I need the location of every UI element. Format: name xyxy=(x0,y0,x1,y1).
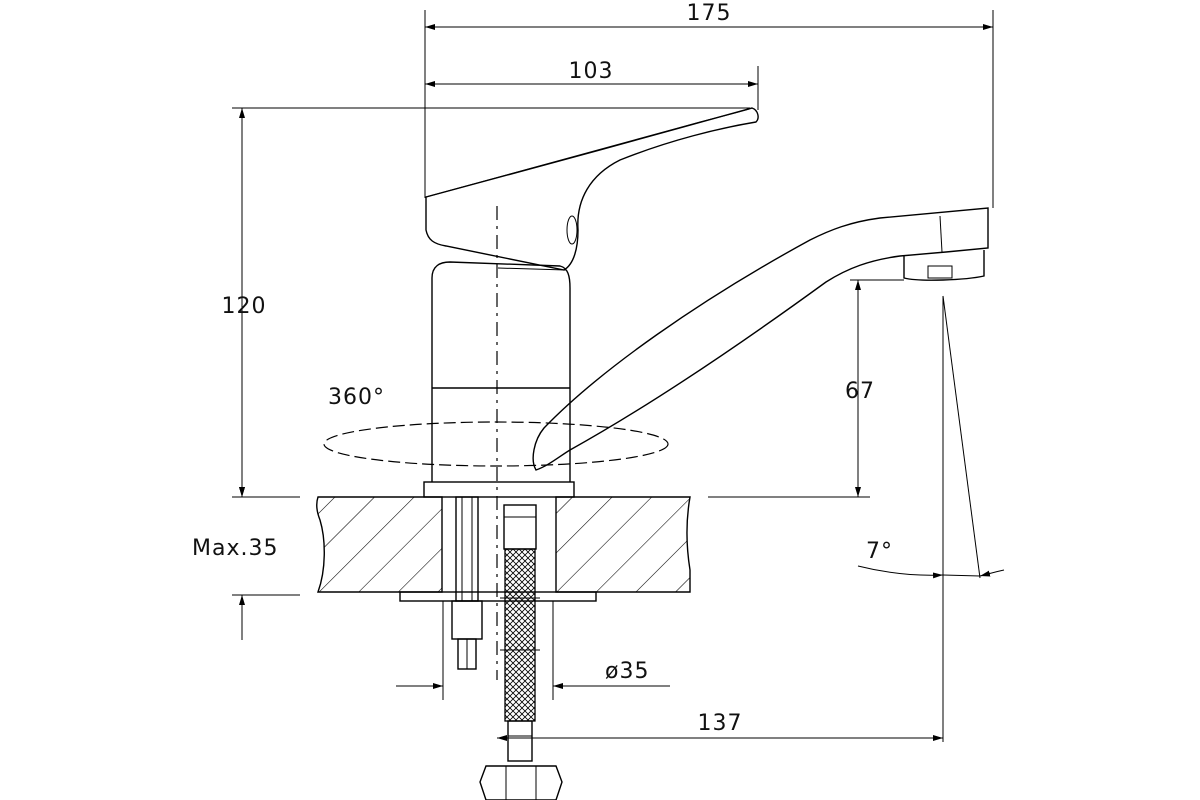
base-flange xyxy=(423,481,575,498)
lever-top-edge xyxy=(425,107,753,198)
extension-lines xyxy=(232,10,994,742)
spout-joint xyxy=(939,215,943,253)
label-max-thickness: Max.35 xyxy=(192,536,278,561)
fixing-nut xyxy=(451,600,483,640)
lever-handle xyxy=(425,107,759,271)
label-handle-length: 103 xyxy=(569,59,614,84)
mounting-washer xyxy=(399,591,597,602)
label-overall-length: 175 xyxy=(687,1,732,26)
label-spout-reach: 137 xyxy=(698,711,743,736)
hex-nut xyxy=(479,765,563,800)
label-spout-height: 67 xyxy=(845,379,875,404)
label-hole-diameter: ø35 xyxy=(605,659,649,684)
label-angle: 7° xyxy=(866,539,893,564)
rotation-ellipse xyxy=(323,421,669,467)
hose-bottom-fitting xyxy=(507,720,533,762)
aerator xyxy=(903,250,985,281)
lever-pivot-cap xyxy=(566,215,578,245)
spout xyxy=(532,207,989,471)
label-rotation: 360° xyxy=(328,385,385,410)
label-overall-height: 120 xyxy=(222,294,267,319)
countertop-right-block xyxy=(555,496,691,593)
threaded-rod xyxy=(455,496,479,602)
faucet-body xyxy=(423,107,989,498)
body-top-ring xyxy=(497,267,567,271)
dimension-lines xyxy=(239,24,1005,741)
flex-hose xyxy=(504,548,536,722)
countertop-left-block xyxy=(315,496,443,593)
mounting-hardware xyxy=(451,496,563,800)
countertop-section xyxy=(315,496,691,602)
dimension-labels: 175 103 120 360° 67 Max.35 7° ø35 137 xyxy=(192,1,893,736)
dim-arc-7deg xyxy=(857,565,944,579)
aerator-nozzle xyxy=(927,265,953,279)
hose-top-fitting xyxy=(503,504,537,550)
body-cylinder xyxy=(431,261,571,482)
